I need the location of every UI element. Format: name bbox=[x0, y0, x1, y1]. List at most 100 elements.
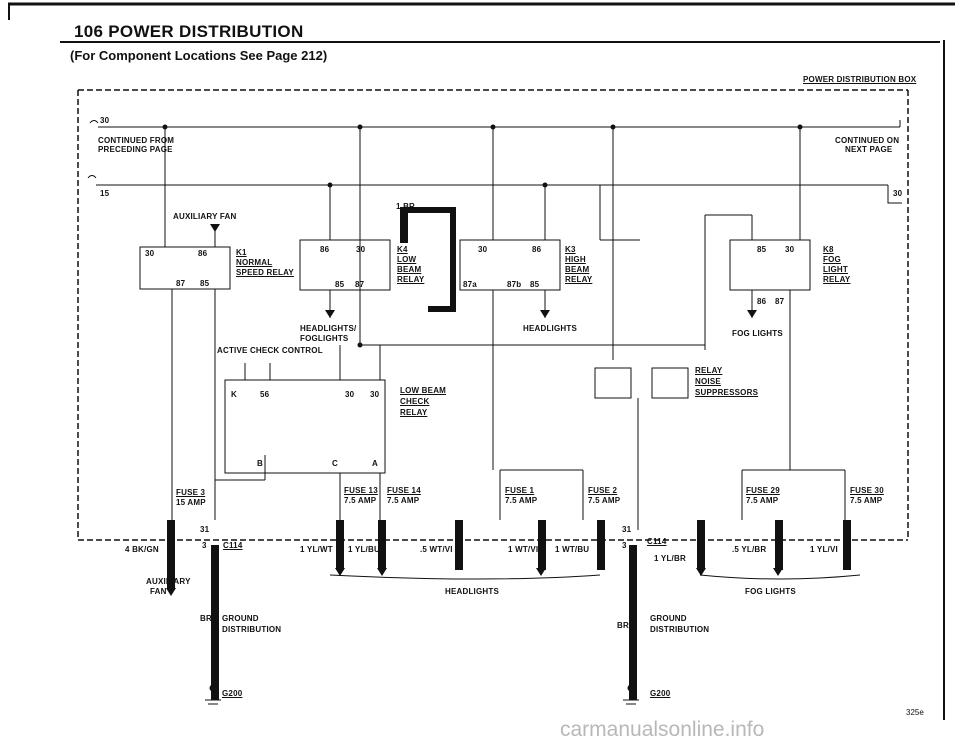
wire-f30: 1 YL/VI bbox=[810, 545, 838, 554]
continued-from-line1: CONTINUED FROM bbox=[98, 136, 175, 145]
ground-left-line1: GROUND bbox=[222, 614, 259, 623]
check-name-line3: RELAY bbox=[400, 408, 428, 417]
suppressor-line1: RELAY bbox=[695, 366, 723, 375]
suppressor-line2: NOISE bbox=[695, 377, 721, 386]
fuse-3-rating: 15 AMP bbox=[176, 498, 206, 507]
headlights-label: HEADLIGHTS bbox=[445, 587, 499, 596]
fuse-13-rating: 7.5 AMP bbox=[344, 496, 377, 505]
check-pin-30b: 30 bbox=[370, 390, 380, 399]
wire-f1a: .5 WT/VI bbox=[420, 545, 453, 554]
ground-left-id: G200 bbox=[222, 689, 243, 698]
check-pin-30a: 30 bbox=[345, 390, 355, 399]
check-pin-a: A bbox=[372, 459, 378, 468]
k4-pin-86: 86 bbox=[320, 245, 330, 254]
k8-pin-86: 86 bbox=[757, 297, 767, 306]
c114-left-id: C114 bbox=[223, 541, 243, 550]
wire-right-c114: 1 YL/BR bbox=[654, 554, 686, 563]
k8-name-line3: RELAY bbox=[823, 275, 851, 284]
c114-left-pin3: 3 bbox=[202, 541, 207, 550]
ground-right-id: G200 bbox=[650, 689, 671, 698]
page-subtitle: (For Component Locations See Page 212) bbox=[70, 48, 328, 63]
k4-name-line2: BEAM bbox=[397, 265, 422, 274]
aux-fan-line1: AUXILIARY bbox=[146, 577, 191, 586]
ground-left-wire: BR bbox=[200, 614, 212, 623]
page-code: 325e bbox=[906, 708, 924, 717]
check-name-line1: LOW BEAM bbox=[400, 386, 447, 395]
check-pin-56: 56 bbox=[260, 390, 270, 399]
terminal-30-right: 30 bbox=[893, 189, 903, 198]
fuse-2-rating: 7.5 AMP bbox=[588, 496, 621, 505]
k4-name-line3: RELAY bbox=[397, 275, 425, 284]
fuse-30-rating: 7.5 AMP bbox=[850, 496, 883, 505]
c114-right-pin3: 3 bbox=[622, 541, 627, 550]
continued-on-line2: NEXT PAGE bbox=[845, 145, 893, 154]
box-label: POWER DISTRIBUTION BOX bbox=[803, 75, 917, 84]
c114-right-id: C114 bbox=[647, 537, 667, 546]
k4-load-line1: HEADLIGHTS/ bbox=[300, 324, 357, 333]
fuse-2-name: FUSE 2 bbox=[588, 486, 618, 495]
k3-pin-87a: 87a bbox=[463, 280, 477, 289]
k1-load-label: AUXILIARY FAN bbox=[173, 212, 237, 221]
wire-f14: 1 YL/BU bbox=[348, 545, 380, 554]
wire-f29: .5 YL/BR bbox=[732, 545, 767, 554]
foglights-label: FOG LIGHTS bbox=[745, 587, 796, 596]
k3-name-line2: BEAM bbox=[565, 265, 590, 274]
wire-aux: 4 BK/GN bbox=[125, 545, 159, 554]
ground-right-wire: BR bbox=[617, 621, 629, 630]
k8-load: FOG LIGHTS bbox=[732, 329, 783, 338]
k1-pin-30: 30 bbox=[145, 249, 155, 258]
k3-pin-30: 30 bbox=[478, 245, 488, 254]
watermark: carmanualsonline.info bbox=[560, 718, 765, 741]
fuse-14-rating: 7.5 AMP bbox=[387, 496, 420, 505]
k4-pin-85: 85 bbox=[335, 280, 345, 289]
k3-name-line1: HIGH bbox=[565, 255, 586, 264]
k3-pin-85: 85 bbox=[530, 280, 540, 289]
check-pin-k: K bbox=[231, 390, 237, 399]
wire-f2: 1 WT/BU bbox=[555, 545, 590, 554]
wire-f13: 1 YL/WT bbox=[300, 545, 333, 554]
c114-right-pin31: 31 bbox=[622, 525, 632, 534]
wire-1br-label: 1 BR bbox=[396, 202, 416, 211]
ground-left-line2: DISTRIBUTION bbox=[222, 625, 282, 634]
page-title: 106 POWER DISTRIBUTION bbox=[74, 22, 304, 41]
fuse-1-name: FUSE 1 bbox=[505, 486, 535, 495]
ground-right-line2: DISTRIBUTION bbox=[650, 625, 710, 634]
continued-from-line2: PRECEDING PAGE bbox=[98, 145, 173, 154]
k8-name-line2: LIGHT bbox=[823, 265, 848, 274]
fuse-1-rating: 7.5 AMP bbox=[505, 496, 538, 505]
fuse-29-name: FUSE 29 bbox=[746, 486, 780, 495]
terminal-15-left: 15 bbox=[100, 189, 110, 198]
k4-pin-87: 87 bbox=[355, 280, 365, 289]
k1-pin-85: 85 bbox=[200, 279, 210, 288]
fuse-14-name: FUSE 14 bbox=[387, 486, 421, 495]
k1-id: K1 bbox=[236, 248, 247, 257]
fuse-29-rating: 7.5 AMP bbox=[746, 496, 779, 505]
k8-pin-30: 30 bbox=[785, 245, 795, 254]
k3-pin-86: 86 bbox=[532, 245, 542, 254]
k1-pin-87: 87 bbox=[176, 279, 186, 288]
check-pin-b: B bbox=[257, 459, 263, 468]
k4-name-line1: LOW bbox=[397, 255, 417, 264]
ground-right-line1: GROUND bbox=[650, 614, 687, 623]
wire-f1b: 1 WT/VI bbox=[508, 545, 539, 554]
k1-pin-86: 86 bbox=[198, 249, 208, 258]
check-name-line2: CHECK bbox=[400, 397, 430, 406]
aux-fan-line2: FAN bbox=[150, 587, 167, 596]
k3-pin-87b: 87b bbox=[507, 280, 522, 289]
suppressor-line3: SUPPRESSORS bbox=[695, 388, 759, 397]
check-pin-c: C bbox=[332, 459, 338, 468]
terminal-30-left: 30 bbox=[100, 116, 110, 125]
check-control-label: ACTIVE CHECK CONTROL bbox=[217, 346, 323, 355]
k3-load: HEADLIGHTS bbox=[523, 324, 577, 333]
k8-name-line1: FOG bbox=[823, 255, 841, 264]
k4-pin-30: 30 bbox=[356, 245, 366, 254]
k4-load-line2: FOGLIGHTS bbox=[300, 334, 349, 343]
fuse-13-name: FUSE 13 bbox=[344, 486, 378, 495]
k3-name-line3: RELAY bbox=[565, 275, 593, 284]
k4-id: K4 bbox=[397, 245, 408, 254]
k1-name-line1: NORMAL bbox=[236, 258, 273, 267]
k1-name-line2: SPEED RELAY bbox=[236, 268, 294, 277]
k3-id: K3 bbox=[565, 245, 576, 254]
k8-pin-87: 87 bbox=[775, 297, 785, 306]
